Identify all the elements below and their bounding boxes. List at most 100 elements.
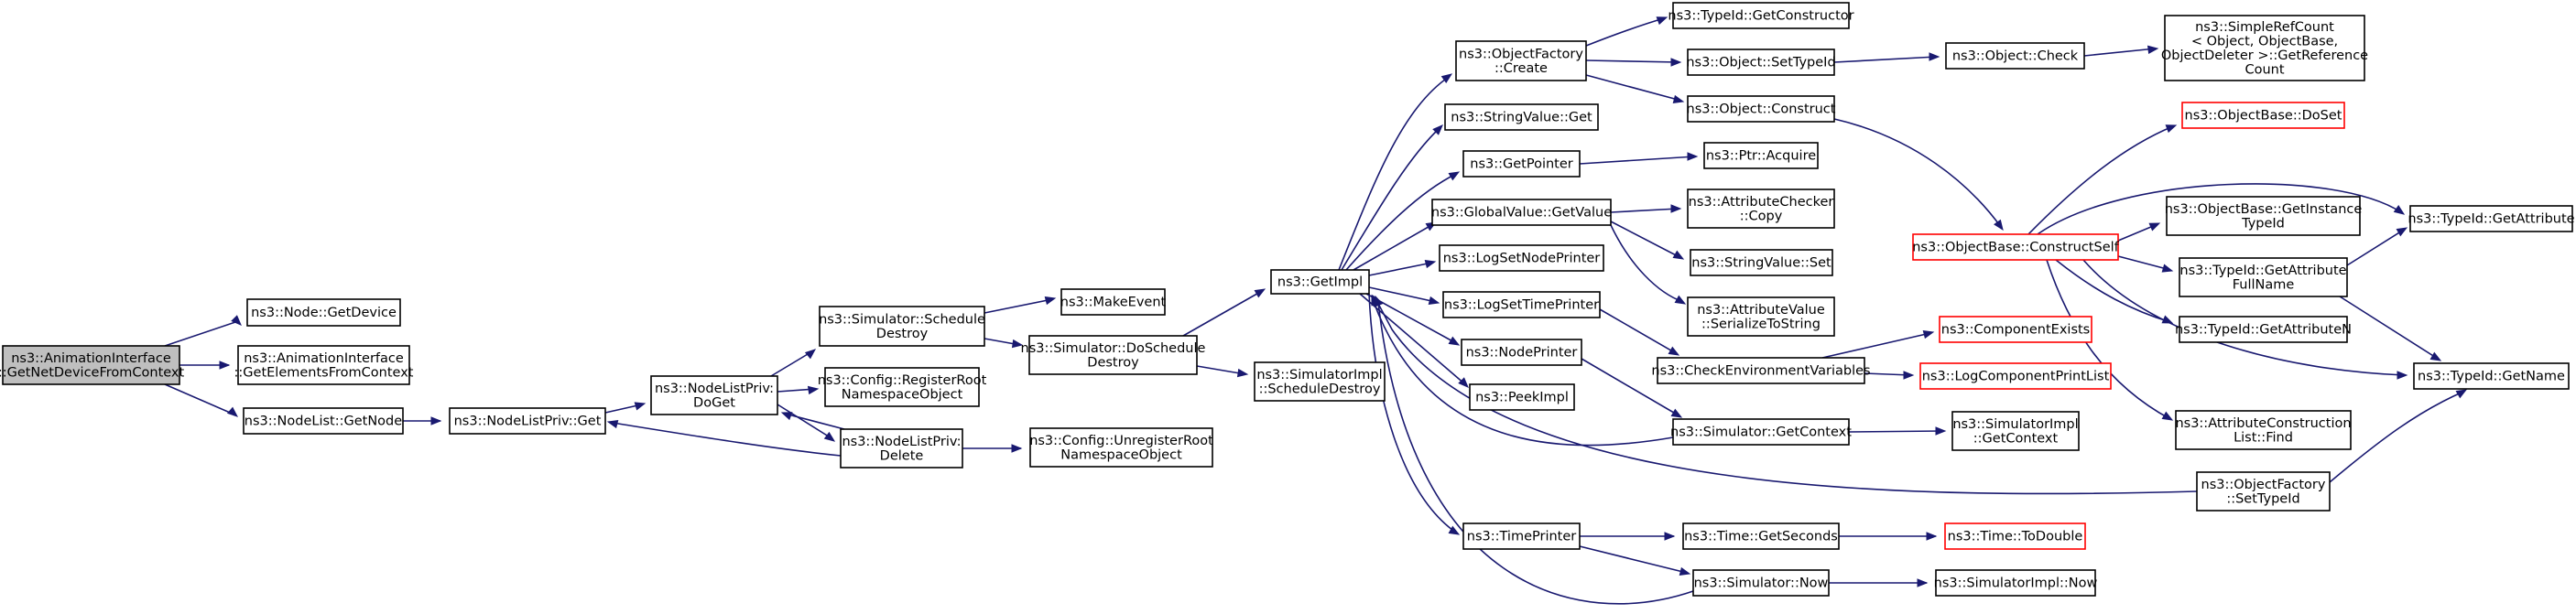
node-label: ns3::GetPointer — [1470, 157, 1573, 172]
node-label: ns3::TypeId::GetConstructor — [1668, 9, 1853, 24]
node-box — [1029, 427, 1213, 468]
arrowhead — [1011, 339, 1024, 349]
node-componentexists[interactable]: ns3::ComponentExists — [1939, 316, 2092, 343]
node-label: ns3::NodeList::GetNode — [245, 415, 402, 429]
node-nlp_doget[interactable]: ns3::NodeListPriv:DoGet — [650, 375, 778, 415]
node-label: List::Find — [2234, 430, 2293, 445]
arrowhead — [1011, 444, 1023, 453]
node-object_check[interactable]: ns3::Object::Check — [1945, 42, 2085, 70]
node-node_getdevice[interactable]: ns3::Node::GetDevice — [246, 298, 401, 327]
node-stringvalue_set[interactable]: ns3::StringValue::Set — [1690, 249, 1833, 276]
edge-nodelist_getnode-to-nlp_get — [403, 416, 442, 425]
node-label: ns3::SimulatorImpl — [1952, 417, 2078, 432]
edge-sim_schedule_destroy-to-sim_doschedule — [984, 338, 1024, 349]
node-simimpl_scheduledestroy[interactable]: ns3::SimulatorImpl::ScheduleDestroy — [1254, 361, 1386, 402]
node-time_getseconds[interactable]: ns3::Time::GetSeconds — [1682, 522, 1840, 550]
node-box — [1254, 361, 1386, 402]
node-nlp_delete[interactable]: ns3::NodeListPriv:Delete — [840, 428, 963, 469]
node-sim_schedule_destroy[interactable]: ns3::Simulator::ScheduleDestroy — [819, 306, 985, 347]
node-label: ::GetContext — [1973, 431, 2059, 446]
arrowhead — [2161, 411, 2174, 421]
node-ptr_acquire[interactable]: ns3::Ptr::Acquire — [1703, 142, 1819, 169]
node-label: ns3::AttributeChecker — [1689, 195, 1834, 210]
node-time_todouble[interactable]: ns3::Time::ToDouble — [1944, 522, 2086, 550]
node-box — [2409, 205, 2573, 232]
node-simimpl_getcontext[interactable]: ns3::SimulatorImpl::GetContext — [1951, 411, 2080, 451]
edge-timeprinter-to-sim_now — [1579, 545, 1691, 576]
node-object_settypeid[interactable]: ns3::Object::SetTypeId — [1686, 48, 1836, 76]
node-typeid_getattribute[interactable]: ns3::TypeId::GetAttribute — [2408, 205, 2575, 232]
node-anim_getelements[interactable]: ns3::AnimationInterface::GetElementsFrom… — [234, 345, 414, 385]
node-sim_getcontext[interactable]: ns3::Simulator::GetContext — [1670, 418, 1852, 446]
node-typeid_getconstructor[interactable]: ns3::TypeId::GetConstructor — [1668, 2, 1854, 29]
node-root[interactable]: ns3::AnimationInterface::GetNetDeviceFro… — [0, 345, 185, 385]
node-typeid_getattributen[interactable]: ns3::TypeId::GetAttributeN — [2175, 316, 2352, 343]
arrowhead — [807, 385, 820, 395]
node-box — [1442, 291, 1601, 318]
node-peekimpl[interactable]: ns3::PeekImpl — [1469, 383, 1575, 411]
node-box — [840, 428, 963, 469]
node-box — [2, 345, 180, 385]
arrowhead — [804, 349, 817, 360]
edge-line — [1848, 430, 1944, 433]
arrowhead — [1926, 532, 1938, 541]
arrowhead — [1372, 294, 1382, 307]
node-box — [1455, 40, 1587, 81]
node-box — [2175, 410, 2352, 450]
node-label: ns3::ObjectFactory — [1459, 47, 1583, 61]
node-sim_now[interactable]: ns3::Simulator::Now — [1692, 569, 1830, 597]
node-nodelist_getnode[interactable]: ns3::NodeList::GetNode — [243, 407, 404, 435]
node-box — [1912, 233, 2119, 261]
node-label: ns3::StringValue::Get — [1451, 111, 1592, 125]
node-nlp_get[interactable]: ns3::NodeListPriv::Get — [449, 407, 606, 435]
edge-objbase_constructself-to-objbase_doset — [2027, 124, 2178, 235]
node-make_event[interactable]: ns3::MakeEvent — [1060, 288, 1167, 316]
node-logsetnodeprinter[interactable]: ns3::LogSetNodePrinter — [1439, 244, 1604, 272]
node-attrchecker_copy[interactable]: ns3::AttributeChecker::Copy — [1687, 189, 1835, 229]
call-edges — [164, 16, 2468, 605]
node-getimpl[interactable]: ns3::GetImpl — [1270, 269, 1370, 295]
node-getpointer[interactable]: ns3::GetPointer — [1462, 150, 1581, 178]
node-globalvalue_getvalue[interactable]: ns3::GlobalValue::GetValue — [1431, 199, 1612, 226]
edge-getpointer-to-ptr_acquire — [1579, 152, 1699, 165]
edge-line — [1353, 223, 1434, 271]
node-objfactory_create[interactable]: ns3::ObjectFactory::Create — [1455, 40, 1587, 81]
node-label: ns3::SimpleRefCount — [2195, 20, 2334, 35]
edge-getimpl-to-objfactory_create — [1338, 73, 1453, 271]
node-label: ns3::SimulatorImpl — [1256, 368, 1382, 382]
node-box — [1690, 249, 1833, 276]
node-typeid_getname[interactable]: ns3::TypeId::GetName — [2413, 362, 2570, 390]
node-objfactory_settypeid[interactable]: ns3::ObjectFactory::SetTypeId — [2196, 471, 2331, 512]
node-timeprinter[interactable]: ns3::TimePrinter — [1462, 522, 1581, 550]
node-object_construct[interactable]: ns3::Object::Construct — [1687, 95, 1836, 123]
arrowhead — [1656, 16, 1668, 26]
node-stringvalue_get[interactable]: ns3::StringValue::Get — [1444, 103, 1599, 131]
node-logcomponentprintlist[interactable]: ns3::LogComponentPrintList — [1919, 362, 2112, 390]
node-nodeprinter[interactable]: ns3::NodePrinter — [1461, 339, 1582, 366]
node-logsettimeprinter[interactable]: ns3::LogSetTimePrinter — [1442, 291, 1601, 318]
node-box — [2196, 471, 2331, 512]
node-cfg_unregister[interactable]: ns3::Config::UnregisterRootNamespaceObje… — [1029, 427, 1213, 468]
node-box — [1945, 42, 2085, 70]
node-objbase_constructself[interactable]: ns3::ObjectBase::ConstructSelf — [1912, 233, 2120, 261]
node-attrvalue_serialize[interactable]: ns3::AttributeValue::SerializeToString — [1687, 296, 1835, 337]
edge-line — [1377, 301, 1694, 605]
node-simplerefcount[interactable]: ns3::SimpleRefCount< Object, ObjectBase,… — [2161, 15, 2368, 81]
node-label: ns3::ComponentExists — [1941, 323, 2091, 338]
arrowhead — [1670, 408, 1683, 418]
node-box — [449, 407, 606, 435]
node-simimpl_now[interactable]: ns3::SimulatorImpl::Now — [1934, 569, 2098, 597]
edge-object_construct-to-objbase_constructself — [1833, 118, 2004, 232]
node-box — [1462, 522, 1581, 550]
node-checkenv[interactable]: ns3::CheckEnvironmentVariables — [1651, 357, 1871, 384]
edge-getimpl-to-logsettimeprinter — [1368, 286, 1440, 306]
node-objbase_doset[interactable]: ns3::ObjectBase::DoSet — [2181, 102, 2345, 129]
edge-time_getseconds-to-time_todouble — [1839, 532, 1938, 541]
edge-line — [1338, 76, 1450, 271]
edge-nlp_delete-to-nlp_doget — [780, 412, 845, 430]
